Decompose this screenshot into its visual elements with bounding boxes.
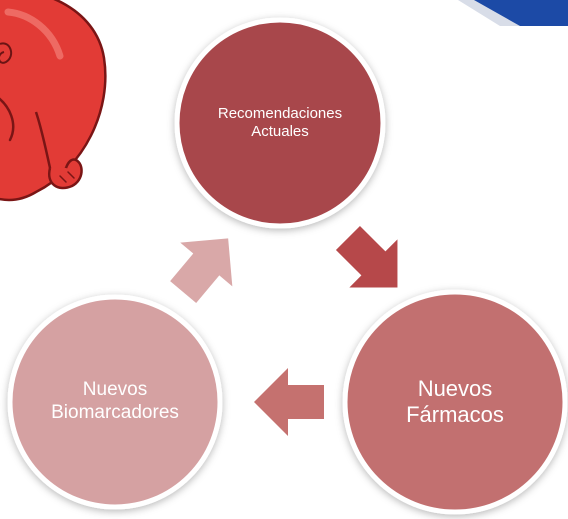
node-label-line: Nuevos [417,375,493,401]
node-label-farmacos: Nuevos Fármacos [372,367,538,437]
corner-banner-decoration [458,0,568,26]
heart-mascot-illustration [0,0,107,202]
node-circle-recomendaciones [174,17,386,229]
node-label-line: Actuales [251,123,309,140]
node-label-recomendaciones: Recomendaciones Actuales [195,95,365,151]
node-label-line: Fármacos [406,402,504,427]
node-circle-biomarcadores [7,294,223,510]
arrow-recomendaciones-to-farmacos [335,225,398,288]
arrow-biomarcadores-to-recomendaciones [170,238,233,303]
node-circle-farmacos [342,289,568,515]
node-label-line: Biomarcadores [51,402,179,423]
node-label-line: Recomendaciones [217,104,343,122]
node-label-line: Nuevos [82,379,148,401]
node-label-biomarcadores: Nuevos Biomarcadores [25,370,205,434]
arrow-farmacos-to-biomarcadores [254,368,324,436]
